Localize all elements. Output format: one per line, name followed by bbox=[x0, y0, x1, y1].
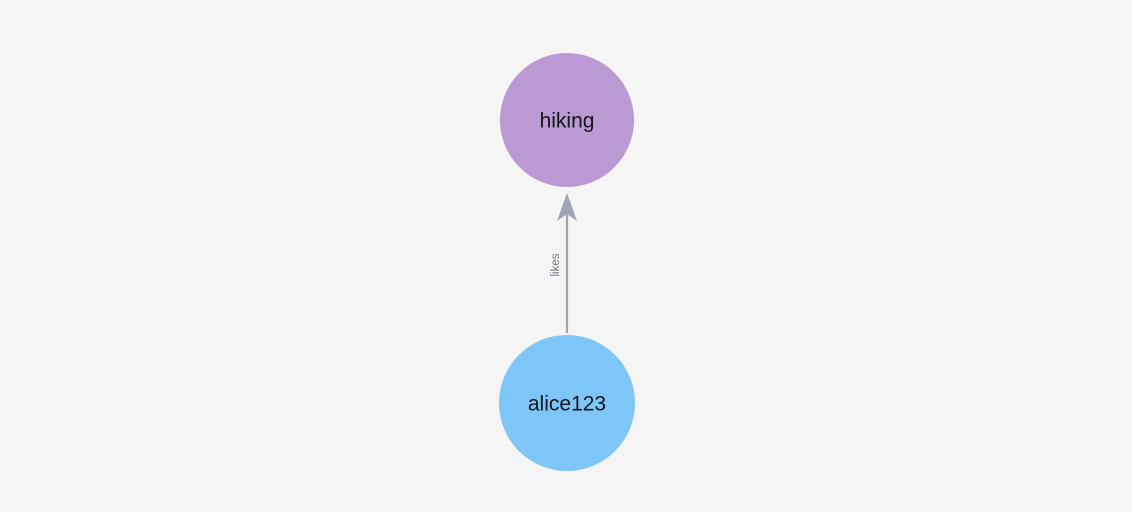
graph-node-alice123[interactable]: alice123 bbox=[499, 335, 635, 471]
graph-edge-likes[interactable]: likes bbox=[550, 193, 577, 333]
node-circle-alice123[interactable] bbox=[499, 335, 635, 471]
edge-label-likes: likes bbox=[550, 253, 562, 276]
node-circle-hiking[interactable] bbox=[500, 53, 634, 187]
graph-node-hiking[interactable]: hiking bbox=[500, 53, 634, 187]
arrowhead-icon bbox=[557, 193, 577, 221]
